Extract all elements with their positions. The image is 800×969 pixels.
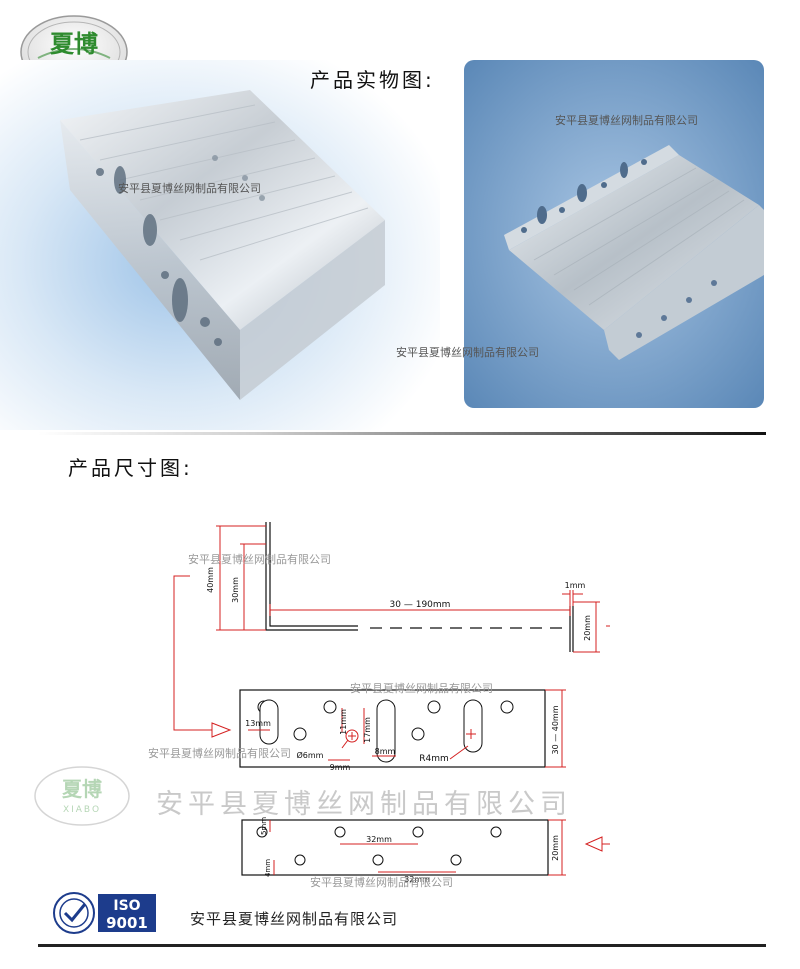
dim-11-label: 11mm: [339, 709, 348, 735]
dim-1-label: 1mm: [565, 581, 586, 590]
iso-badge-bottom: 9001: [106, 914, 148, 932]
section-divider: [38, 432, 766, 435]
dim-32a-label: 32mm: [366, 835, 392, 844]
dim-range-top-label: 30 — 190mm: [390, 600, 451, 610]
dim-30-40-label: 30 — 40mm: [551, 705, 560, 754]
watermark-text: 安平县夏博丝网制品有限公司: [310, 876, 453, 889]
dimension-drawing: 40mm 30mm 30 — 190mm 1mm 20mm: [150, 510, 623, 900]
photo-section-title: 产品实物图:: [310, 68, 435, 92]
dim-5-label: 5mm: [260, 817, 268, 835]
dim-20-bottom-label: 20mm: [551, 835, 560, 861]
footer-divider: [38, 944, 766, 947]
watermark-text: 安平县夏博丝网制品有限公司: [188, 553, 331, 566]
dim-6-label: Ø6mm: [297, 750, 324, 760]
dim-20-side-label: 20mm: [583, 615, 592, 641]
dim-9-label: 9mm: [330, 763, 351, 772]
dim-4-label: 4mm: [264, 859, 272, 877]
dim-17-label: 17mm: [363, 717, 372, 743]
dim-8-label: 8mm: [375, 747, 396, 756]
dim-30-label: 30mm: [231, 577, 240, 603]
watermark-text: 安平县夏博丝网制品有限公司: [148, 747, 291, 760]
watermark-text: 安平县夏博丝网制品有限公司: [396, 346, 539, 359]
dim-40-label: 40mm: [206, 567, 215, 593]
iso-9001-badge: ISO 9001: [52, 890, 162, 936]
faint-logo: 夏博 XIABO: [32, 764, 132, 828]
watermark-text: 安平县夏博丝网制品有限公司: [350, 682, 493, 695]
product-photo-left: [0, 60, 440, 430]
dimension-section-title: 产品尺寸图:: [68, 456, 193, 480]
faint-logo-name-cn: 夏博: [62, 777, 102, 801]
watermark-text: 安平县夏博丝网制品有限公司: [118, 182, 261, 195]
watermark-text: 安平县夏博丝网制品有限公司: [555, 114, 698, 127]
faint-logo-name-en: XIABO: [63, 805, 101, 815]
logo-name-cn: 夏博: [50, 30, 98, 58]
dim-32b-label: 32mm: [404, 875, 430, 884]
large-watermark-text: 安平县夏博丝网制品有限公司: [156, 789, 572, 820]
dim-r4-label: R4mm: [419, 754, 449, 764]
iso-badge-top: ISO: [113, 898, 140, 914]
company-name: 安平县夏博丝网制品有限公司: [190, 910, 399, 928]
dim-13-label: 13mm: [245, 719, 271, 728]
product-photo-right: [464, 60, 764, 408]
